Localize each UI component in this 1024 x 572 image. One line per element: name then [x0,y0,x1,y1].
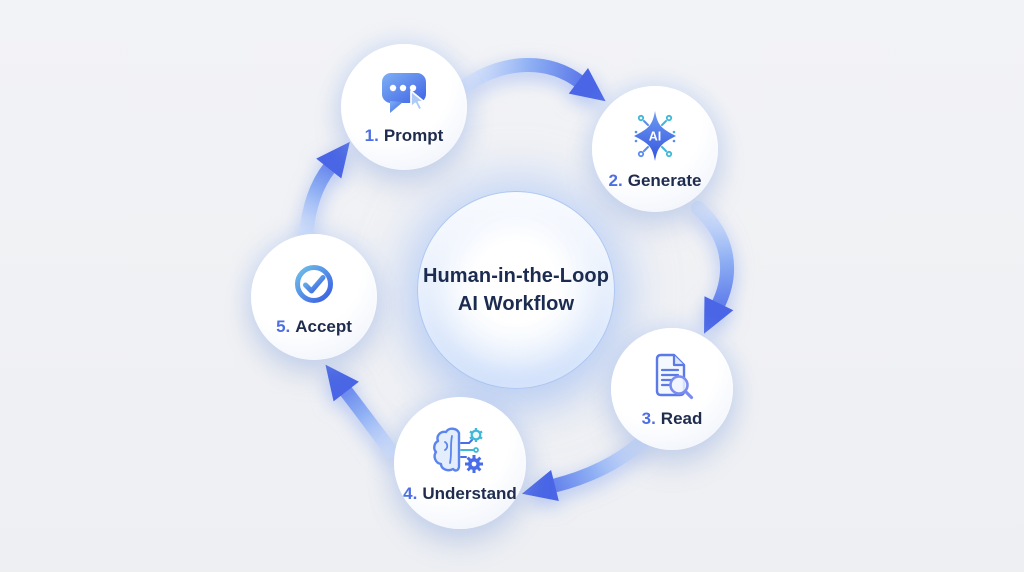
step-number: 2. [608,170,623,190]
step-label-row: 3. Read [642,409,703,429]
brain-gears-icon [433,427,483,473]
step-label: Generate [627,170,702,190]
arrow-prompt-to-generate [461,58,606,102]
step-number: 1. [364,125,379,145]
arrow-read-to-understand [521,436,648,502]
step-label: Understand [422,483,517,503]
step-node-generate: AI 2. Generate [592,86,718,212]
step-number: 5. [276,316,291,336]
step-label: Prompt [383,125,444,145]
step-number: 3. [641,408,656,428]
document-magnifier-icon [655,353,694,399]
step-label-row: 4. Understand [403,484,517,504]
step-node-understand: 4. Understand [394,397,526,529]
check-circle-icon [295,264,333,303]
diagram-title-line1: Human-in-the-Loop [422,265,610,287]
center-hub: Human-in-the-Loop AI Workflow [417,191,615,389]
step-label-row: 2. Generate [609,171,702,191]
ai-sparkle-icon: AI [634,110,676,161]
step-node-prompt: 1. Prompt [341,44,467,170]
step-label: Accept [295,316,352,336]
big-gear [465,454,483,473]
step-node-read: 3. Read [611,328,733,450]
step-label: Read [660,408,703,428]
small-gear [469,427,483,442]
diagram-title-line2: AI Workflow [457,293,575,315]
step-node-accept: 5. Accept [251,234,377,360]
step-number: 4. [403,483,418,503]
step-label-row: 1. Prompt [365,126,444,146]
arrow-generate-to-read [691,201,735,334]
arrow-accept-to-prompt [299,141,350,241]
step-label-row: 5. Accept [276,317,352,337]
svg-text:AI: AI [649,129,662,143]
arrow-understand-to-accept [325,364,399,459]
chat-bubble-cursor-icon [382,72,426,113]
